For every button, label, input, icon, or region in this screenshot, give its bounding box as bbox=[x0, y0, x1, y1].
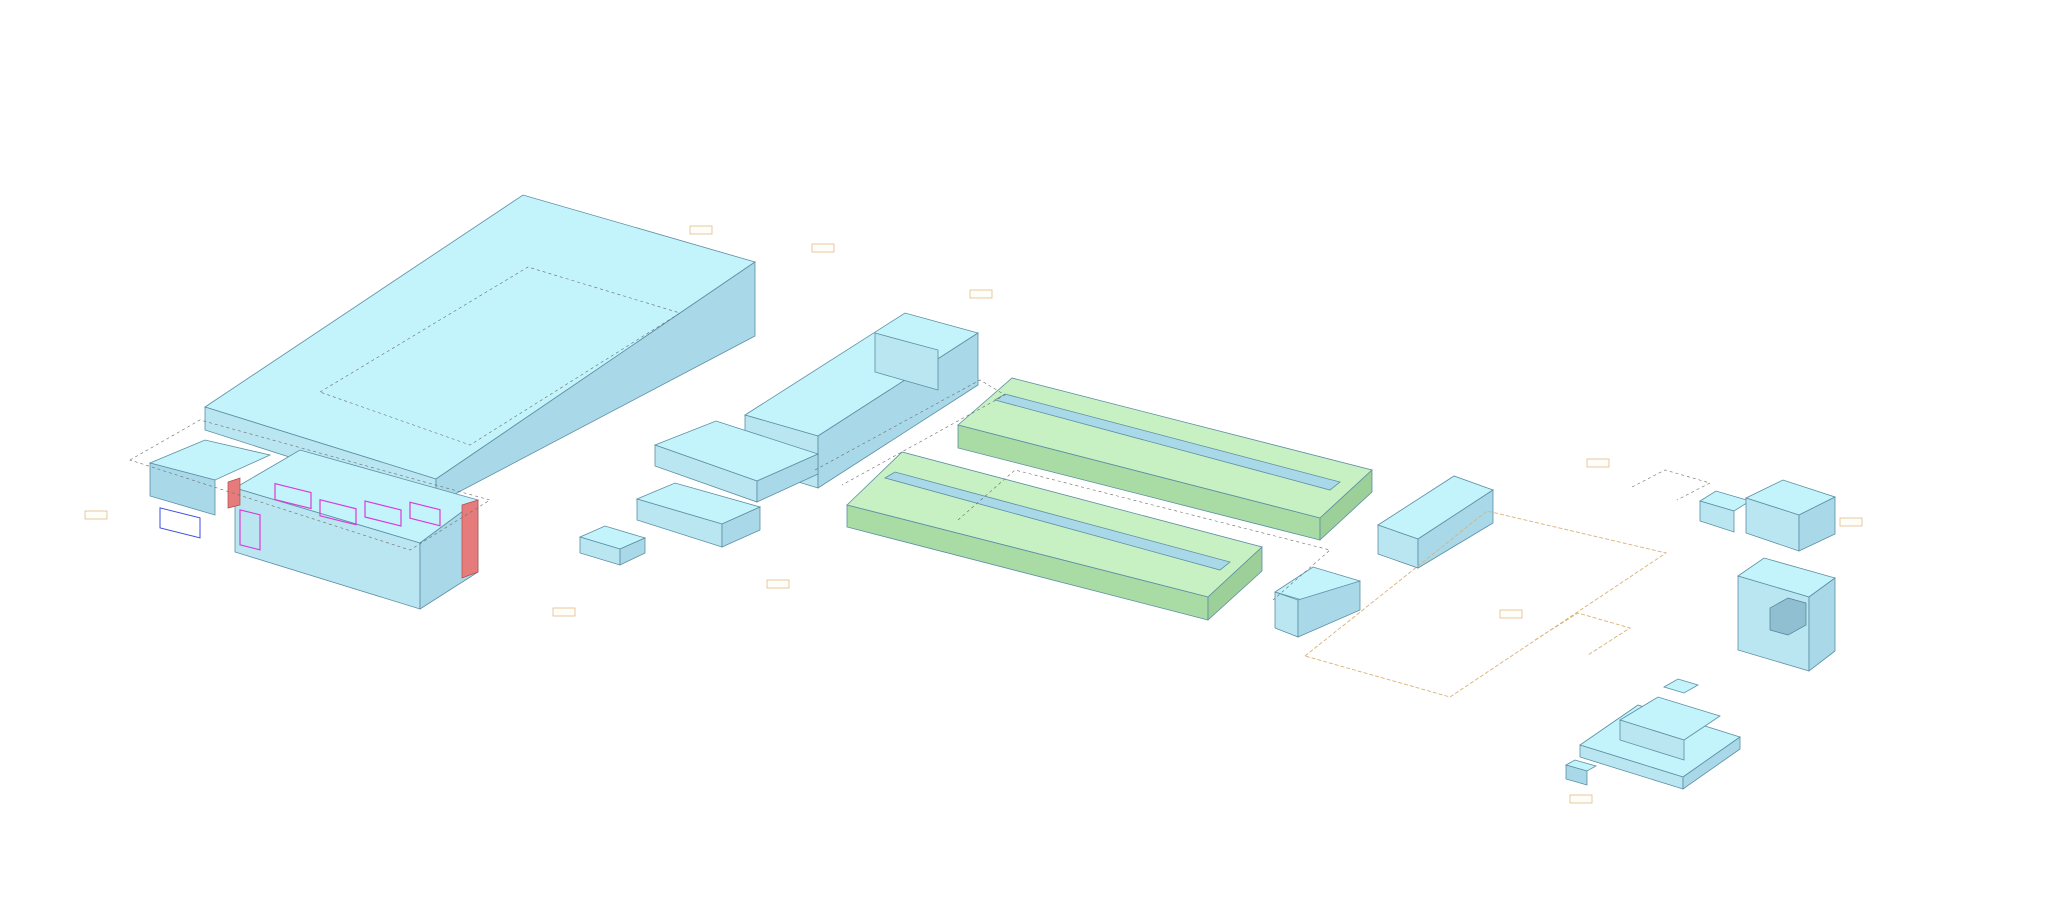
mid-tall-front-cap bbox=[874, 332, 939, 391]
right-a-right bbox=[1417, 489, 1494, 569]
level-tag bbox=[766, 579, 790, 589]
plan-room-magenta-2 bbox=[319, 499, 357, 526]
level-tags bbox=[84, 225, 1863, 804]
right-b-right bbox=[1297, 580, 1361, 638]
far-right-tower[interactable] bbox=[1737, 557, 1836, 672]
plan-room-blue-1 bbox=[159, 507, 201, 539]
level-tag bbox=[552, 607, 576, 617]
level-tag bbox=[969, 289, 993, 299]
far-right-pair[interactable] bbox=[1699, 479, 1837, 552]
stepped-cluster[interactable] bbox=[1564, 678, 1741, 790]
green-lower-cyan-strip bbox=[883, 471, 1231, 571]
mid-low-right bbox=[756, 453, 819, 503]
office-left-side bbox=[149, 462, 216, 516]
plan-room-magenta-1 bbox=[274, 482, 312, 510]
stair-core-red bbox=[461, 499, 479, 579]
green-long-bar-upper[interactable] bbox=[957, 377, 1373, 541]
plan-room-magenta-3 bbox=[364, 500, 402, 527]
tower-right bbox=[1808, 577, 1836, 672]
pair-small-left bbox=[1699, 500, 1735, 533]
cluster-mid-left bbox=[1619, 719, 1685, 761]
site-plot-annex bbox=[1534, 612, 1632, 656]
plan-room-magenta-5 bbox=[239, 509, 261, 551]
stair-core-red-small bbox=[227, 477, 241, 509]
small-block[interactable] bbox=[578, 525, 647, 566]
office-block-with-floorplan[interactable] bbox=[129, 419, 491, 610]
plan-room-magenta-4 bbox=[409, 501, 441, 527]
level-tag bbox=[84, 510, 108, 520]
level-tag bbox=[1499, 609, 1523, 619]
right-block-a[interactable] bbox=[1377, 475, 1494, 569]
warehouse-roof-grid bbox=[319, 266, 681, 446]
site-plot-boundary bbox=[1304, 510, 1668, 698]
small-block-dark-base[interactable] bbox=[635, 482, 762, 548]
green-upper-right bbox=[1319, 469, 1373, 541]
structural-grid-lines bbox=[814, 379, 1711, 601]
right-block-b[interactable] bbox=[1274, 566, 1361, 638]
green-long-bar-lower[interactable] bbox=[846, 451, 1263, 621]
level-tag bbox=[811, 243, 835, 253]
cluster-annex-left bbox=[1565, 764, 1588, 786]
level-tag bbox=[1839, 517, 1863, 527]
grid-far-right bbox=[1631, 469, 1711, 501]
mid-block-low[interactable] bbox=[653, 420, 820, 503]
cluster-base-right bbox=[1682, 736, 1741, 790]
small-block-right bbox=[619, 537, 646, 566]
grid-between-bars bbox=[957, 469, 1331, 601]
site-plot-outline bbox=[1304, 510, 1668, 698]
right-b-left bbox=[1274, 591, 1299, 638]
dark-base-right bbox=[721, 506, 761, 548]
level-tag bbox=[689, 225, 713, 235]
cluster-top-top bbox=[1662, 678, 1700, 694]
green-upper-cyan-strip bbox=[993, 393, 1341, 491]
green-lower-right bbox=[1207, 546, 1263, 621]
level-tag bbox=[1569, 794, 1593, 804]
tower-inner-cube bbox=[1769, 597, 1807, 636]
level-tag bbox=[1586, 458, 1610, 468]
pair-big-right bbox=[1798, 496, 1836, 552]
